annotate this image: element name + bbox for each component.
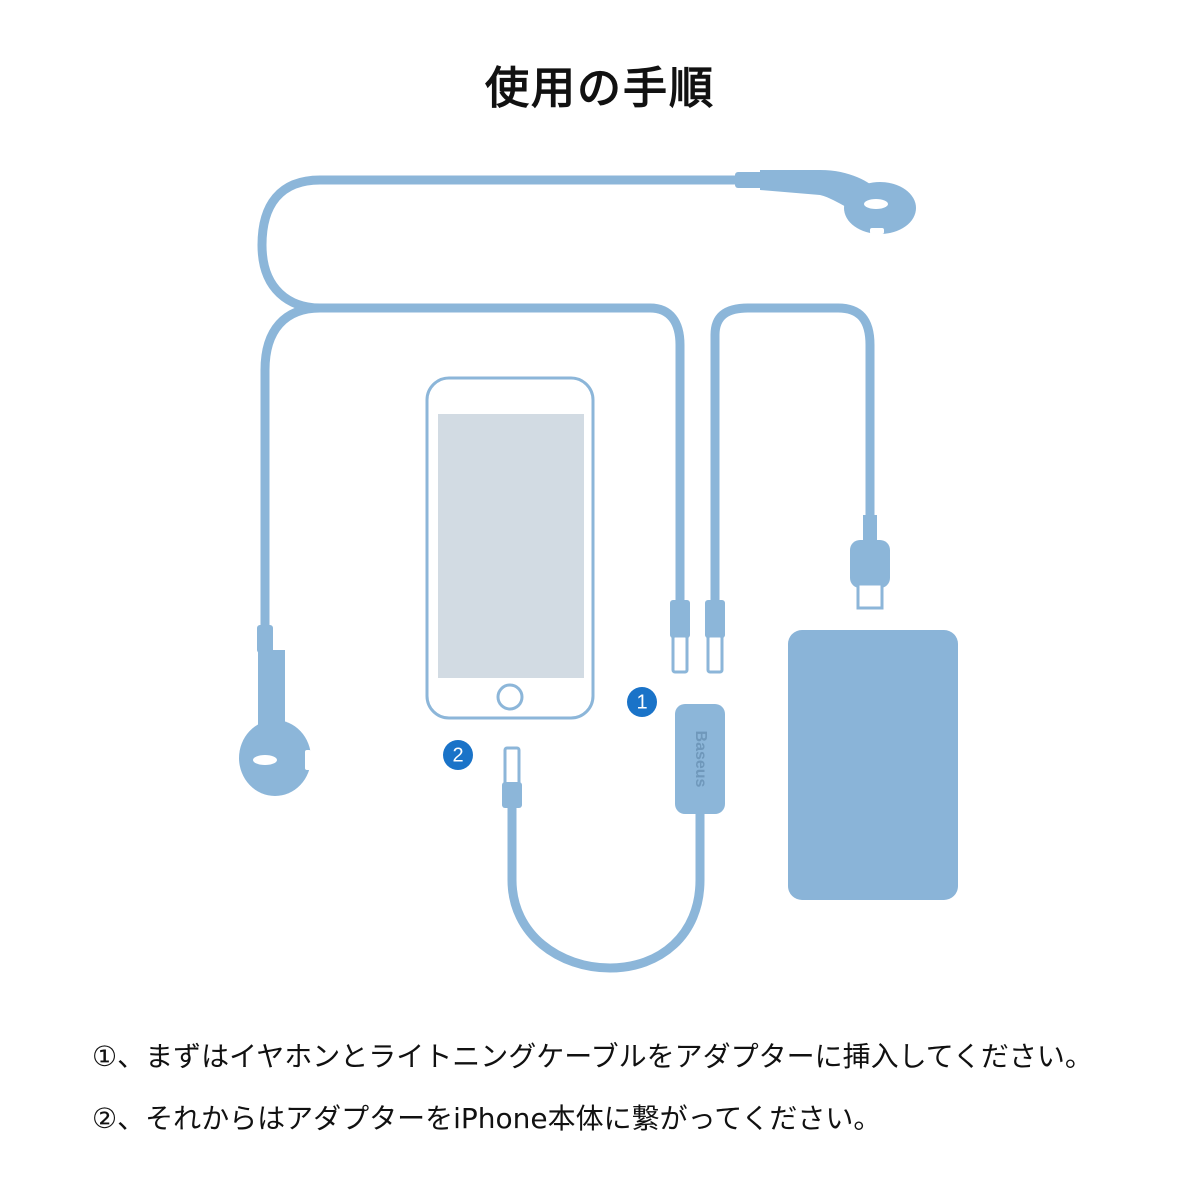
instruction-step-2: ②、それからはアダプターをiPhone本体に繋がってください。	[92, 1102, 882, 1135]
page-title: 使用の手順	[485, 63, 715, 114]
earphone-icon	[239, 625, 311, 796]
adapter-brand-label: Baseus	[692, 731, 709, 788]
instruction-steps: ①、まずはイヤホンとライトニングケーブルをアダプターに挿入してください。 ②、そ…	[92, 1040, 1192, 1164]
charging-cable	[710, 303, 875, 605]
step-badge-1-label: 1	[636, 691, 647, 713]
smartphone-icon	[425, 376, 595, 720]
lightning-plug-icon	[705, 600, 725, 674]
lightning-plug-icon	[502, 746, 522, 808]
adapter-icon: Baseus	[675, 704, 725, 814]
adapter-cable	[507, 795, 705, 973]
step-badge-1: 1	[627, 687, 657, 717]
step-badge-2-label: 2	[452, 744, 463, 766]
usb-plug-icon	[850, 515, 890, 610]
step-badge-2: 2	[443, 740, 473, 770]
earphone-icon	[735, 170, 916, 234]
earphone-cable-left	[260, 303, 325, 635]
lightning-plug-icon	[670, 600, 690, 674]
power-bank-icon	[788, 630, 958, 900]
earphone-cable-top	[257, 175, 765, 605]
instruction-step-1: ①、まずはイヤホンとライトニングケーブルをアダプターに挿入してください。	[92, 1040, 1093, 1073]
